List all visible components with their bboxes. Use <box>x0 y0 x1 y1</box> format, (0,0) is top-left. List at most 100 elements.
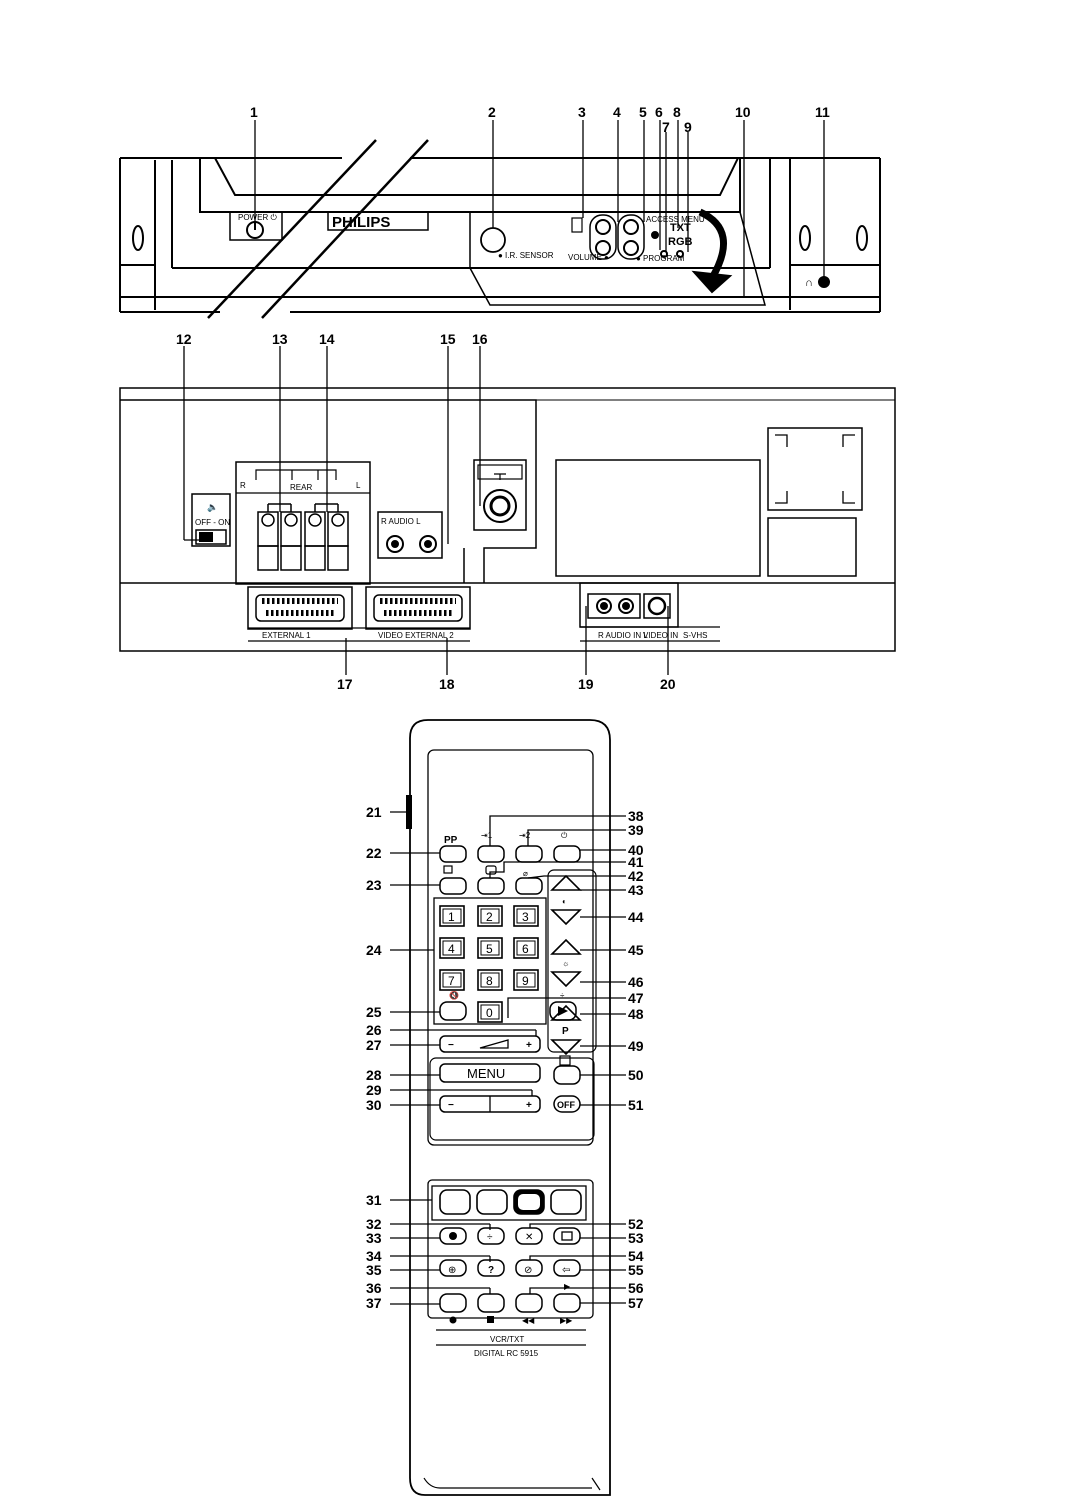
subpage-icon-2: ÷ <box>487 1232 493 1243</box>
volume-label: VOLUME ● <box>568 253 609 262</box>
callout-53: 53 <box>628 1230 644 1246</box>
standby-button[interactable] <box>553 845 581 863</box>
digit-key-label-4: 4 <box>448 942 455 956</box>
blue-key[interactable] <box>550 1189 582 1215</box>
callout-15: 15 <box>440 331 456 347</box>
mute-button[interactable] <box>439 1001 467 1021</box>
digit-key-2[interactable] <box>477 905 503 927</box>
callout-22: 22 <box>366 845 382 861</box>
front-panel: POWER ⏻ PHILIPS ● I.R. SENSOR VOLUME ● ●… <box>119 120 881 319</box>
callout-35: 35 <box>366 1262 382 1278</box>
callout-43: 43 <box>628 882 644 898</box>
digit-key-label-9: 9 <box>522 974 529 988</box>
digit-key-8[interactable] <box>477 969 503 991</box>
rewind-button[interactable] <box>515 1293 543 1313</box>
callout-3: 3 <box>578 104 586 120</box>
reveal-button[interactable] <box>439 1227 467 1245</box>
digit-key-4[interactable] <box>439 937 465 959</box>
callout-49: 49 <box>628 1038 644 1054</box>
callout-20: 20 <box>660 676 676 692</box>
digit-key-label-7: 7 <box>448 974 455 988</box>
speaker-r-label: R <box>240 481 246 490</box>
cancel-button[interactable] <box>515 1227 543 1245</box>
callout-13: 13 <box>272 331 288 347</box>
teletext-button[interactable] <box>477 877 505 895</box>
pp-button[interactable] <box>439 845 467 863</box>
cancel-icon: ✕ <box>525 1232 533 1243</box>
callout-26: 26 <box>366 1022 382 1038</box>
callout-30: 30 <box>366 1097 382 1113</box>
volume-rocker[interactable] <box>439 1035 541 1053</box>
callout-4: 4 <box>613 104 621 120</box>
callout-47: 47 <box>628 990 644 1006</box>
mute-off-icon: ⌀ <box>523 869 528 878</box>
callout-33: 33 <box>366 1230 382 1246</box>
record-button[interactable] <box>439 1293 467 1313</box>
pp-label: PP <box>444 835 458 846</box>
timed-page-button[interactable] <box>515 1259 543 1277</box>
callout-41: 41 <box>628 854 644 870</box>
callout-6: 6 <box>655 104 663 120</box>
callout-24: 24 <box>366 942 382 958</box>
stop-button[interactable] <box>477 1293 505 1313</box>
callout-21: 21 <box>366 804 382 820</box>
green-key[interactable] <box>476 1189 508 1215</box>
digit-key-3[interactable] <box>513 905 539 927</box>
play-button[interactable] <box>553 1259 581 1277</box>
digit-key-label-2: 2 <box>486 910 493 924</box>
digit-key-9[interactable] <box>513 969 539 991</box>
callout-31: 31 <box>366 1192 382 1208</box>
callout-25: 25 <box>366 1004 382 1020</box>
callout-36: 36 <box>366 1280 382 1296</box>
sound-mode-button[interactable] <box>515 877 543 895</box>
callout-23: 23 <box>366 877 382 893</box>
off-button[interactable] <box>553 1095 581 1113</box>
teletext-mix-button[interactable] <box>553 1065 581 1085</box>
callout-17: 17 <box>337 676 353 692</box>
program-label: ● PROGRAM <box>636 254 685 263</box>
red-key[interactable] <box>439 1189 471 1215</box>
digit-key-1[interactable] <box>439 905 465 927</box>
hold-button[interactable] <box>553 1227 581 1245</box>
ext2-label: ⇥2 <box>519 831 531 840</box>
switch-label: OFF - ON <box>195 518 230 527</box>
callout-44: 44 <box>628 909 644 925</box>
question-icon: ? <box>488 1265 494 1276</box>
digit-key-7[interactable] <box>439 969 465 991</box>
callout-11: 11 <box>815 104 830 120</box>
callout-37: 37 <box>366 1295 382 1311</box>
subpage-button[interactable] <box>477 1227 505 1245</box>
digit-key-0[interactable] <box>477 1001 503 1023</box>
ext2-button[interactable] <box>515 845 543 863</box>
callout-51: 51 <box>628 1097 644 1113</box>
screen-format-button[interactable] <box>439 877 467 895</box>
remote-callouts: 21 22 23 24 25 26 27 28 29 30 31 32 33 3… <box>366 804 644 1311</box>
ext1-button[interactable] <box>477 845 505 863</box>
digit-key-6[interactable] <box>513 937 539 959</box>
enlarge-button[interactable] <box>439 1259 467 1277</box>
cursor-plus: + <box>526 1100 532 1111</box>
callout-56: 56 <box>628 1280 644 1296</box>
svhs-label: S-VHS <box>683 631 707 640</box>
brightness-icon: ☼ <box>562 959 569 968</box>
reveal-question-button[interactable] <box>477 1259 505 1277</box>
brand-logo-text: PHILIPS <box>332 214 390 231</box>
model-line-2: DIGITAL RC 5915 <box>474 1349 539 1358</box>
contrast-icon: ◐ <box>562 897 567 906</box>
callout-48: 48 <box>628 1006 644 1022</box>
volume-minus: − <box>448 1040 454 1051</box>
subpage-icon: ÷ <box>560 991 565 1000</box>
cursor-minus: − <box>448 1100 454 1111</box>
power-label: POWER ⏻ <box>238 213 277 222</box>
digit-key-5[interactable] <box>477 937 503 959</box>
menu-button[interactable] <box>439 1063 541 1083</box>
front-audio-in-label: R AUDIO IN L <box>598 631 648 640</box>
callout-32: 32 <box>366 1216 382 1232</box>
p-label: P <box>562 1026 569 1037</box>
callout-10: 10 <box>735 104 751 120</box>
callout-16: 16 <box>472 331 488 347</box>
callout-14: 14 <box>319 331 335 347</box>
fast-forward-button[interactable] <box>553 1293 581 1313</box>
rewind-icon: ◀◀ <box>522 1316 535 1325</box>
